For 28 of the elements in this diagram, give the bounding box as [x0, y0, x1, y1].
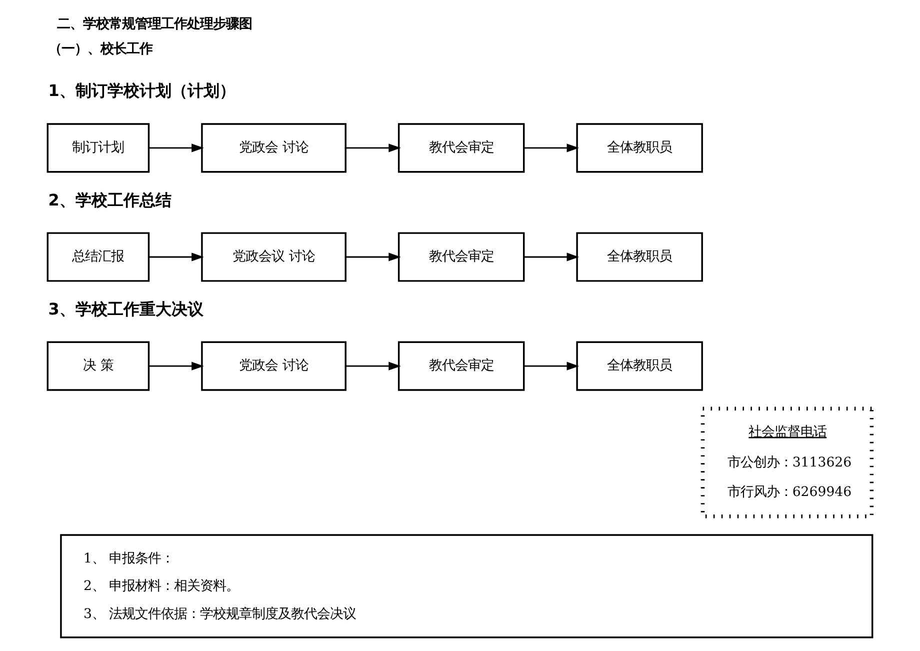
arrow — [346, 252, 401, 262]
arrow — [148, 362, 204, 370]
node-box: 制订计划 — [46, 123, 150, 173]
arrow — [148, 252, 204, 262]
node-box: 全体教职员 — [576, 341, 703, 391]
node-box: 教代会审定 — [398, 341, 525, 391]
node-box: 社会监督电话 市公创办：3113626 市行风办：6269946 — [700, 406, 874, 518]
node-box: 总结汇报 — [46, 232, 150, 282]
arrow — [346, 144, 401, 152]
label: 1、制订学校计划（计划） — [48, 81, 236, 100]
arrow — [524, 362, 580, 370]
label: （一）、校长工作 — [48, 42, 152, 57]
diagram-title: 二、学校常规管理工作处理步骤图 — [56, 17, 252, 32]
label: 3、学校工作重大决议 — [48, 299, 204, 318]
node-box: 党政会 讨论 — [201, 123, 346, 173]
label: 2、学校工作总结 — [48, 190, 172, 210]
arrow — [524, 144, 580, 152]
arrow — [148, 144, 204, 152]
node-box: 全体教职员 — [576, 123, 703, 173]
node-box: 决 策 — [46, 341, 150, 391]
node-box: 教代会审定 — [398, 232, 525, 282]
node-box: 党政会议 讨论 — [201, 232, 346, 282]
node-box: 党政会 讨论 — [201, 341, 346, 391]
node-box: 教代会审定 — [398, 123, 525, 173]
node-box: 1、 申报条件： 2、 申报材料：相关资料。 3、 法规文件依据：学校规章制度及教代会决议 — [60, 534, 874, 638]
arrow — [346, 362, 401, 370]
arrow — [524, 252, 580, 262]
node-box: 全体教职员 — [576, 232, 703, 282]
